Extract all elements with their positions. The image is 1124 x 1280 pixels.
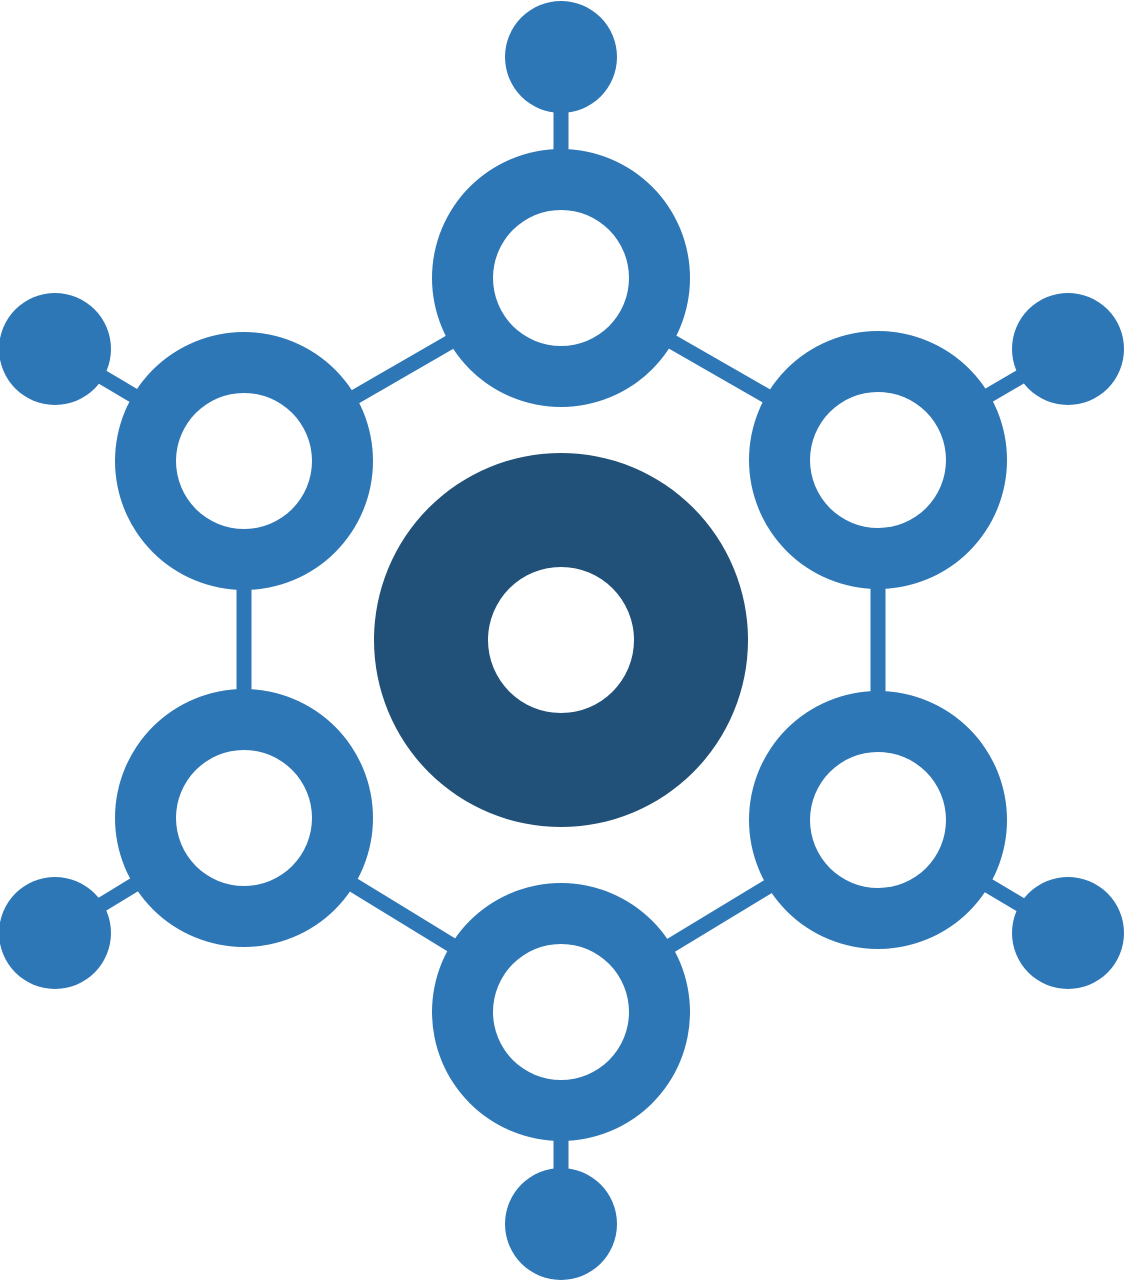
satellite-node	[505, 1, 617, 113]
satellite-node	[0, 293, 111, 405]
satellite-node	[505, 1168, 617, 1280]
ring-node-hole	[176, 750, 312, 886]
satellite-node	[1012, 293, 1124, 405]
ring-node-hole	[493, 944, 629, 1080]
satellite-node	[1012, 877, 1124, 989]
central-hub-hole	[488, 567, 634, 713]
satellite-node	[0, 877, 111, 989]
ring-node-hole	[176, 393, 312, 529]
ring-node-hole	[493, 210, 629, 346]
ring-node-hole	[810, 752, 946, 888]
ring-node-hole	[810, 392, 946, 528]
